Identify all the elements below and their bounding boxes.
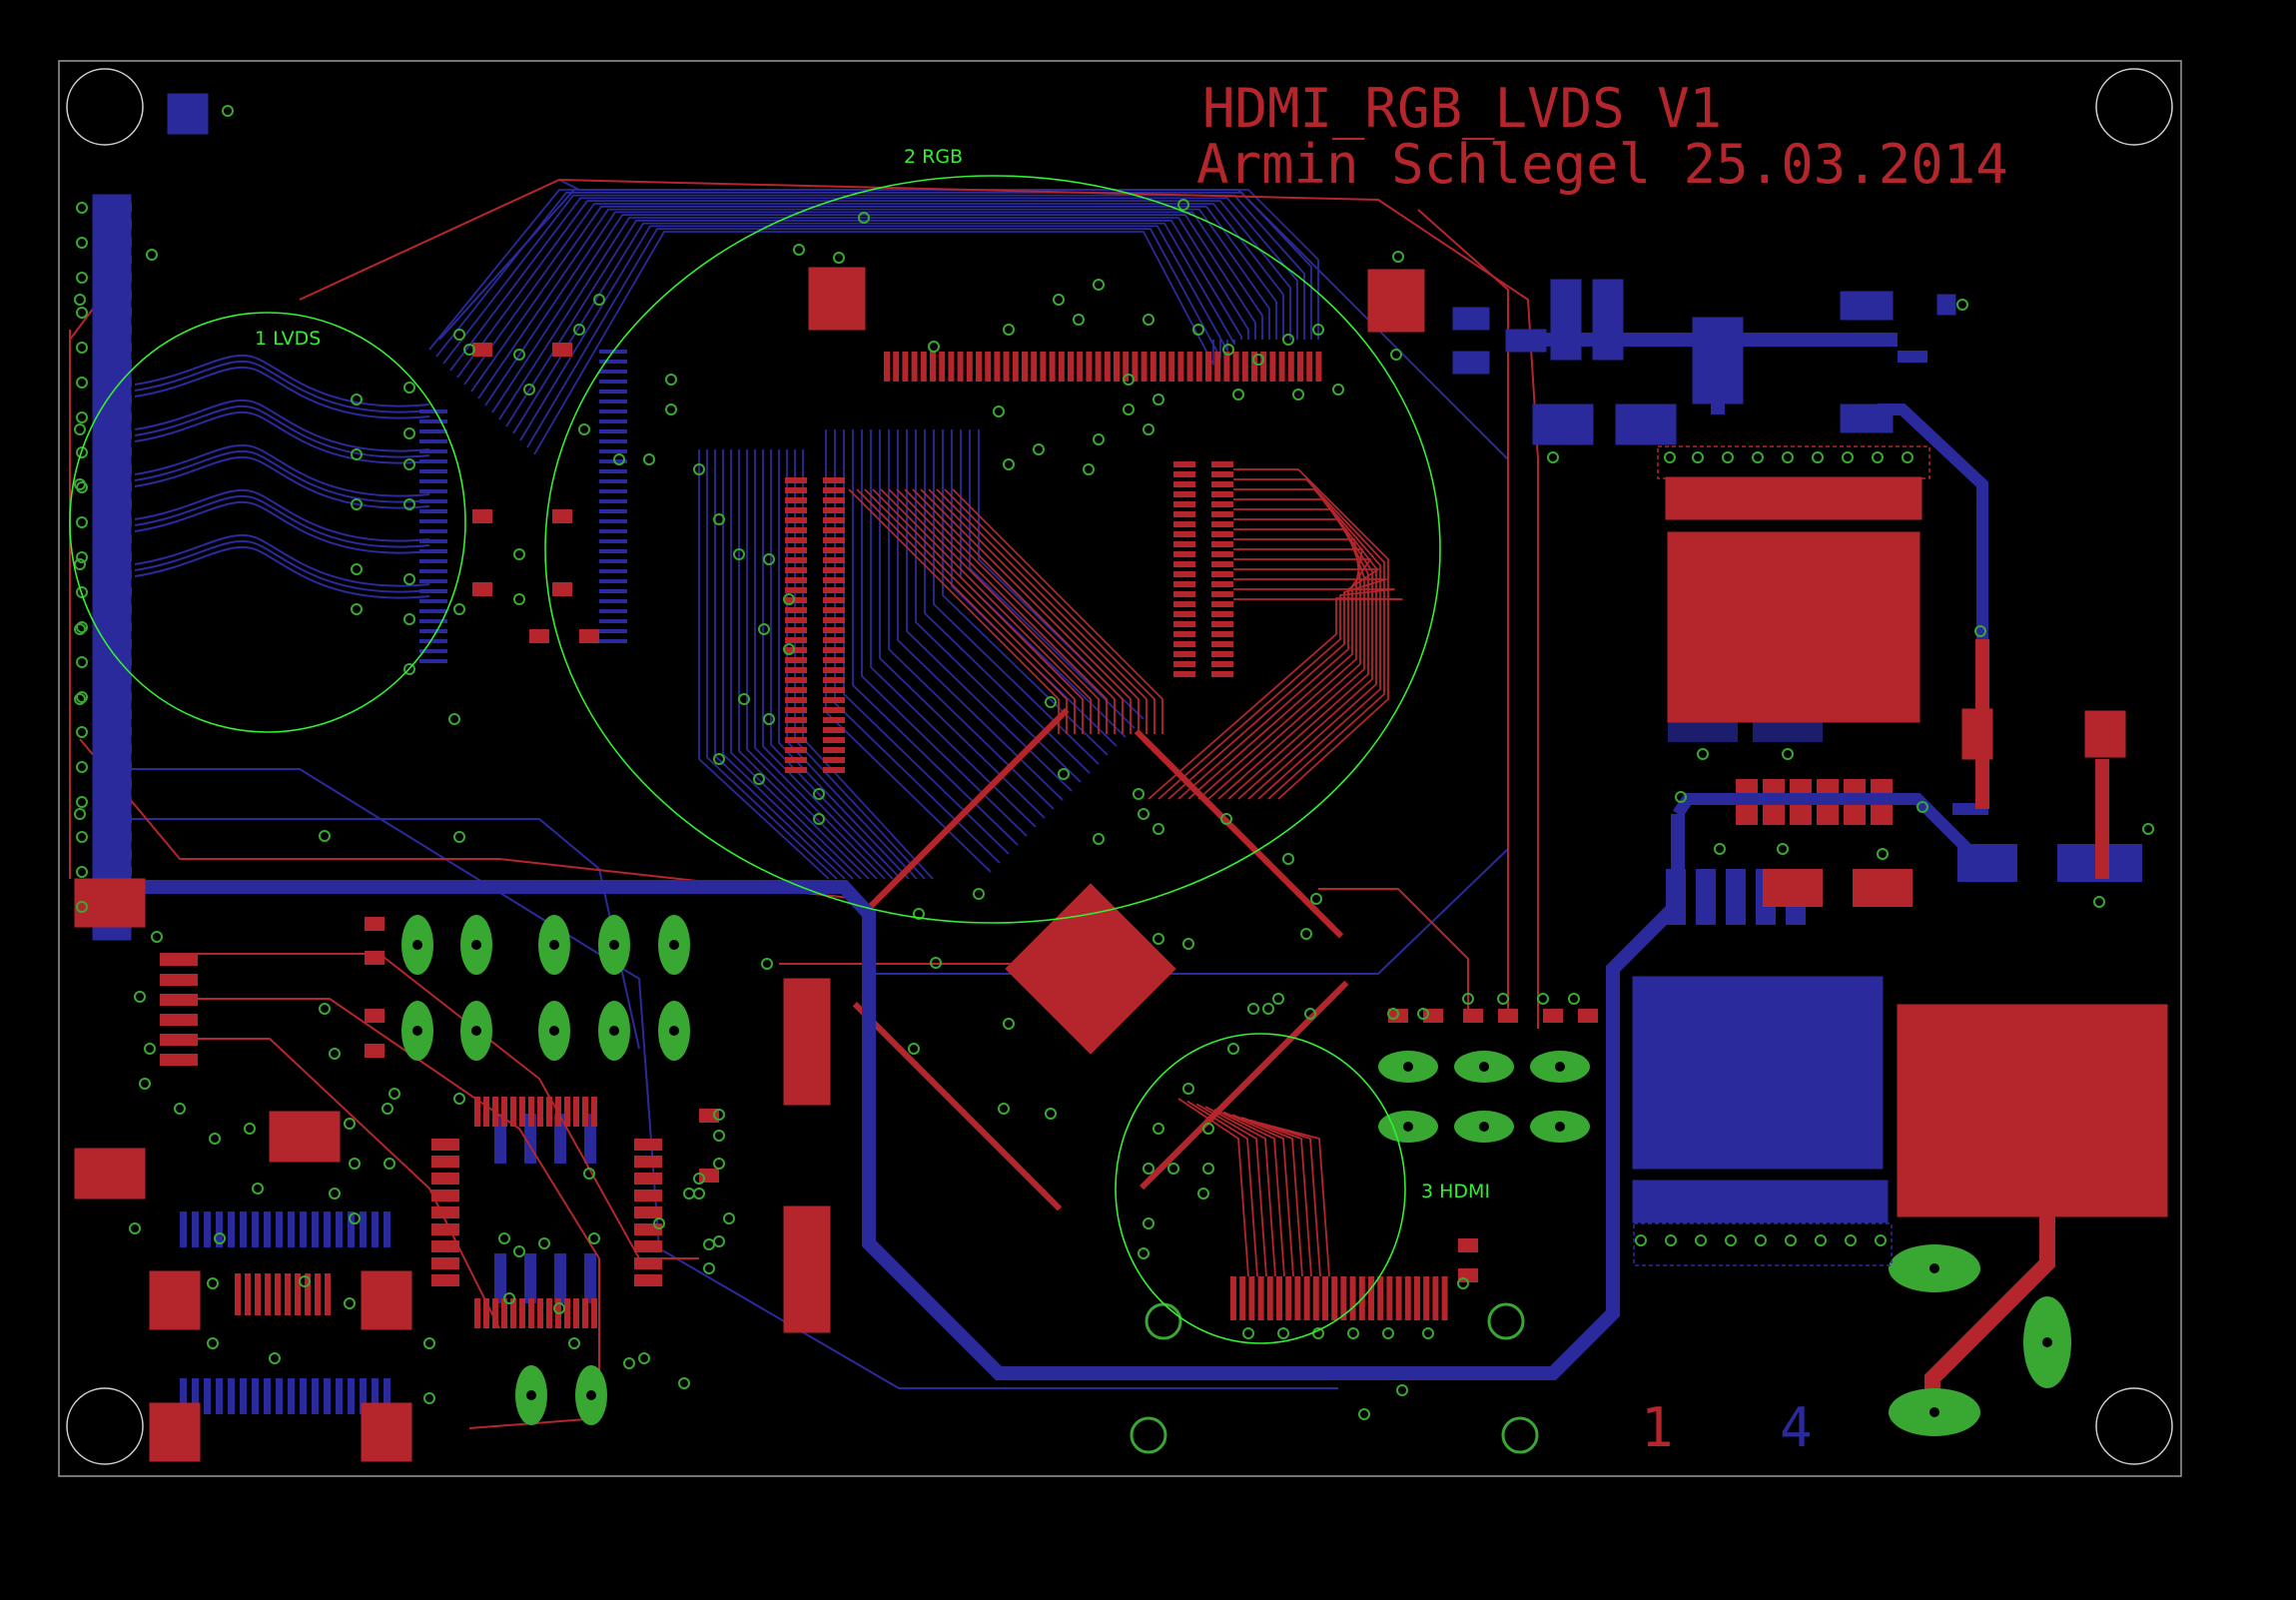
board-author-date: Armin Schlegel 25.03.2014 <box>1196 133 2008 196</box>
board-title: HDMI_RGB_LVDS V1 <box>1202 77 1722 140</box>
connector-outline-bottom <box>1633 1222 1893 1266</box>
layer-mark-top: 1 <box>1641 1396 1674 1459</box>
zone-label-rgb: 2 RGB <box>904 146 963 168</box>
through-hole-pads <box>401 915 2071 1436</box>
zone-outlines <box>69 175 1441 1344</box>
zone-label-lvds: 1 LVDS <box>255 328 321 350</box>
connector-outline-top <box>1657 445 1930 479</box>
top-copper-features <box>74 267 2168 1462</box>
vias <box>74 105 2154 1420</box>
top-copper-layer <box>69 179 1913 1429</box>
zone-rgb-outline <box>544 175 1441 924</box>
bottom-copper-features <box>92 93 1988 1380</box>
zone-lvds-outline <box>69 312 466 733</box>
zone-hdmi-outline <box>1115 1033 1406 1344</box>
layer-mark-bottom: 4 <box>1780 1396 1813 1459</box>
zone-label-hdmi: 3 HDMI <box>1421 1181 1490 1202</box>
board-outline <box>58 60 2182 1477</box>
mounting-holes <box>66 68 2173 1465</box>
